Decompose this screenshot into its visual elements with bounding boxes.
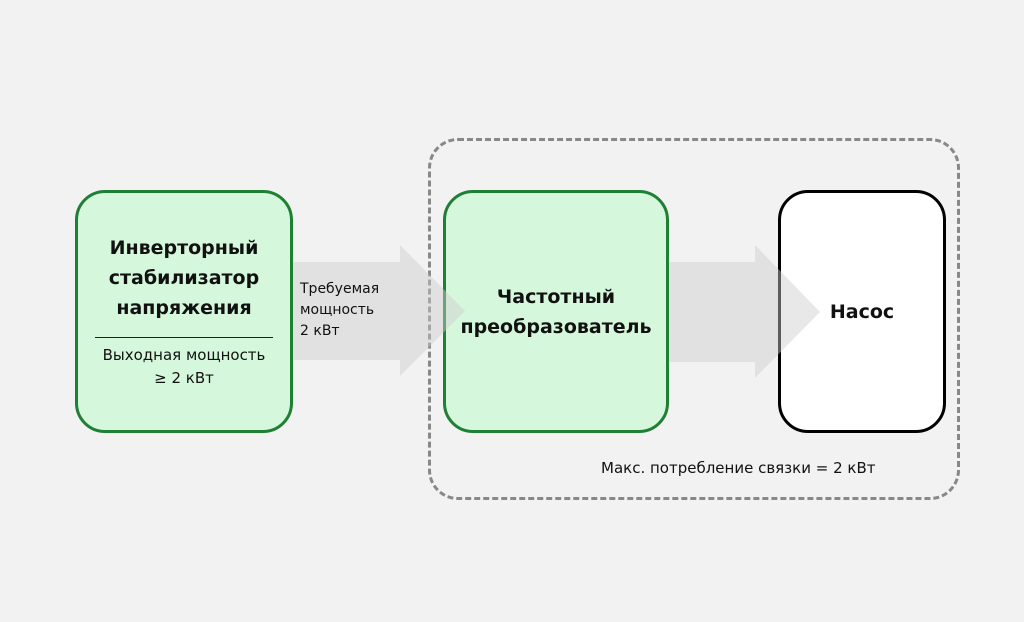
max-consumption-note: Макс. потребление связки = 2 кВт [601,459,876,477]
bundle-group-frame [428,138,960,500]
title-line: Инверторный [109,237,259,259]
label-line: 2 кВт [300,323,340,339]
title-line: стабилизатор [108,267,260,289]
divider [95,337,273,338]
power-flow-arrow-1 [293,245,465,376]
pump-title: Насос [829,300,895,323]
stabilizer-block: Инверторный стабилизатор напряжения Выхо… [75,190,293,433]
label-line: мощность [300,302,375,318]
converter-title: Частотный преобразователь [460,282,651,342]
title-line: напряжения [116,297,252,319]
stabilizer-title: Инверторный стабилизатор напряжения [109,233,259,323]
power-flow-arrow-2 [669,245,820,378]
title-line: Частотный [496,285,616,308]
label-line: Требуемая [300,281,380,297]
required-power-label: Требуемая мощность 2 кВт [300,279,379,342]
pump-block: Насос [778,190,946,433]
converter-block: Частотный преобразователь [443,190,669,433]
title-line: преобразователь [460,315,652,338]
output-power-label: Выходная мощность [102,346,266,364]
output-power-value: ≥ 2 кВт [154,369,214,387]
